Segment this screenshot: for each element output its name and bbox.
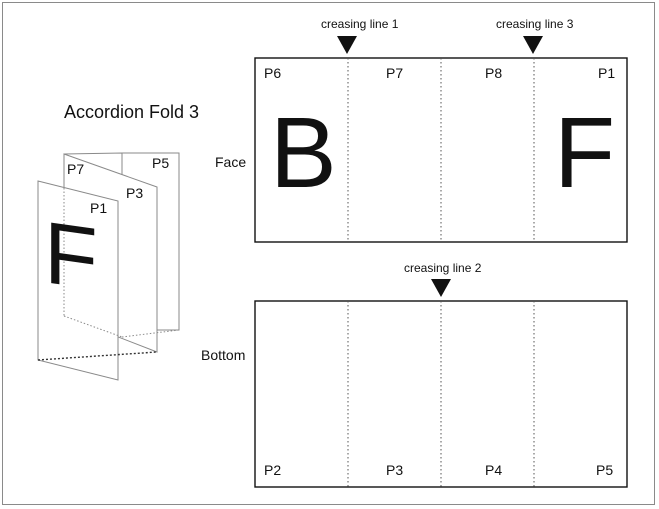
preview-label-p7: P7	[67, 161, 84, 177]
preview-label-p3: P3	[126, 185, 143, 201]
face-panel-p6: P6	[264, 65, 281, 81]
creasing-line-1-label: creasing line 1	[321, 17, 399, 31]
creasing-line-2-marker	[431, 279, 451, 297]
face-label: Face	[215, 154, 246, 170]
preview-cover-letter: F	[44, 203, 98, 309]
face-letter-f: F	[554, 97, 615, 209]
bottom-label: Bottom	[201, 347, 245, 363]
face-panel-p7: P7	[386, 65, 403, 81]
diagram-frame	[2, 2, 655, 505]
preview-panel-p1	[37, 180, 119, 381]
creasing-line-3-label: creasing line 3	[496, 17, 574, 31]
face-panel-p8: P8	[485, 65, 502, 81]
preview-label-p5: P5	[152, 155, 169, 171]
creasing-line-1-marker	[337, 36, 357, 54]
creasing-line-2-label: creasing line 2	[404, 261, 482, 275]
face-letter-b: B	[270, 97, 337, 209]
preview-label-p1: P1	[90, 200, 107, 216]
diagram-title: Accordion Fold 3	[64, 102, 199, 122]
face-panel-p1: P1	[598, 65, 615, 81]
bottom-panel-p4: P4	[485, 462, 502, 478]
creasing-line-3-marker	[523, 36, 543, 54]
folded-preview	[37, 152, 180, 381]
bottom-panel-p5: P5	[596, 462, 613, 478]
bottom-panel-p3: P3	[386, 462, 403, 478]
bottom-panel-p2: P2	[264, 462, 281, 478]
